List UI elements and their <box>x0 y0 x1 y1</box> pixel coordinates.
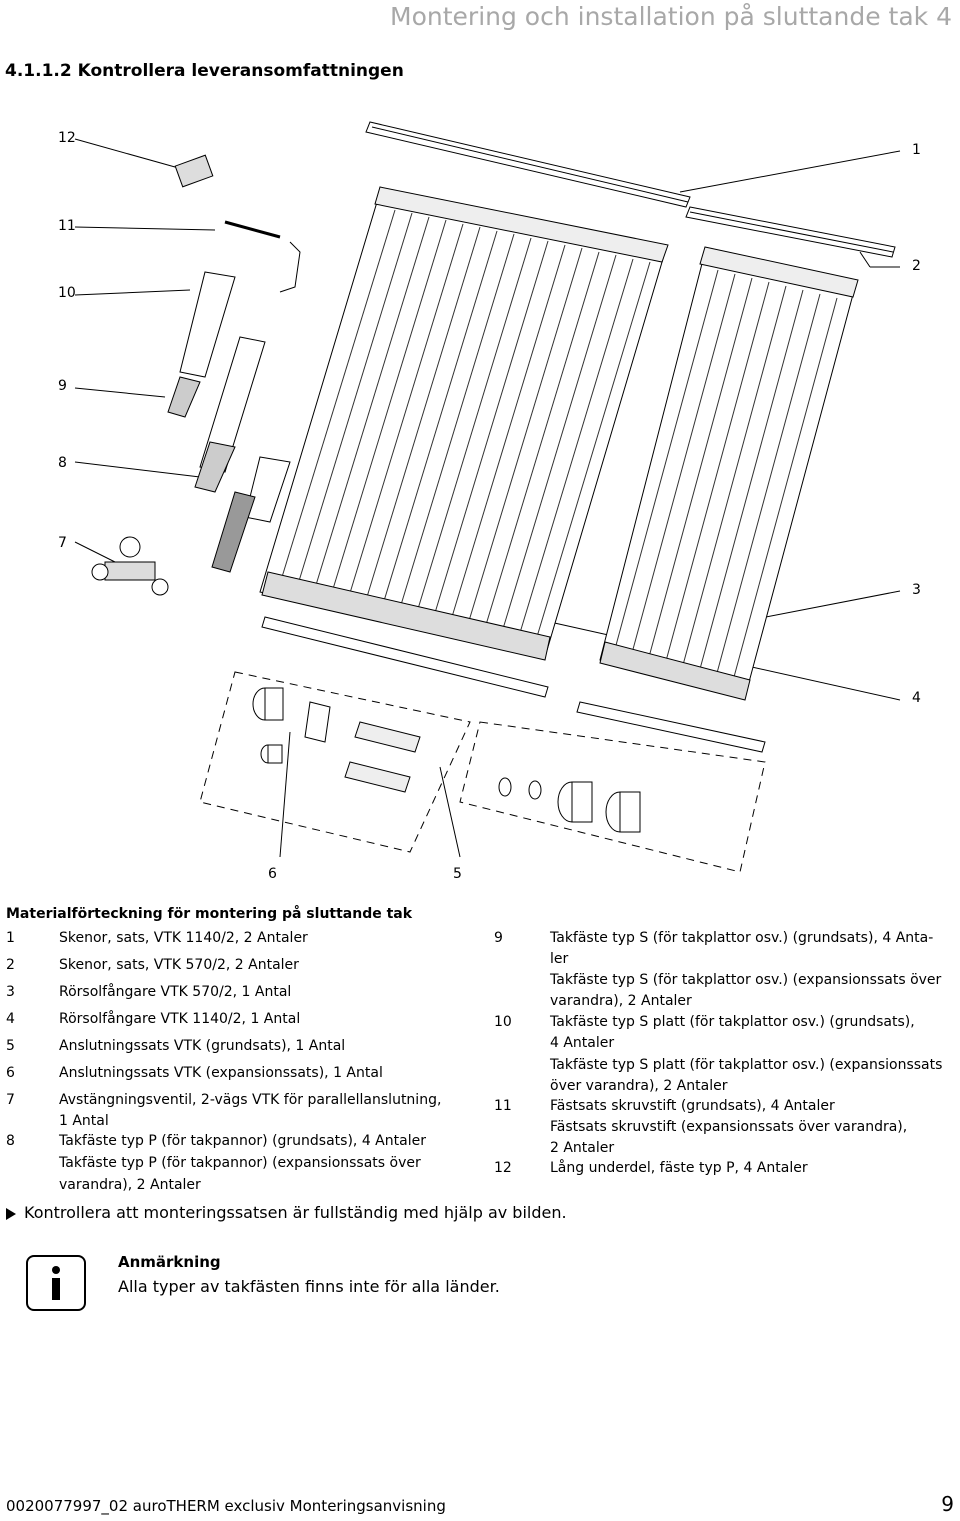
callout-8: 8 <box>58 455 67 471</box>
collector-large <box>259 186 669 661</box>
collector-small <box>599 246 859 701</box>
callout-10: 10 <box>58 285 76 301</box>
callout-12: 12 <box>58 130 76 146</box>
note-text: Alla typer av takfästen finns inte för a… <box>118 1277 500 1296</box>
arrow-right-icon <box>6 1207 16 1220</box>
list-heading: Materialförteckning för montering på slu… <box>6 906 413 922</box>
callout-11: 11 <box>58 218 76 234</box>
page-number: 9 <box>941 1492 954 1516</box>
callout-9: 9 <box>58 378 67 394</box>
instruction: Kontrollera att monteringssatsen är full… <box>6 1203 567 1222</box>
section-heading: 4.1.1.2 Kontrollera leveransomfattningen <box>5 61 404 81</box>
rail-short-top <box>685 206 896 258</box>
header-title: Montering och installation på sluttande … <box>390 2 952 31</box>
info-icon <box>26 1255 86 1311</box>
callout-2: 2 <box>912 258 921 274</box>
callout-6: 6 <box>268 866 277 882</box>
callout-3: 3 <box>912 582 921 598</box>
callout-7: 7 <box>58 535 67 551</box>
note-title: Anmärkning <box>118 1253 221 1271</box>
callout-1: 1 <box>912 142 921 158</box>
rail-long-top <box>365 121 691 208</box>
delivery-scope-figure <box>74 121 901 873</box>
callout-5: 5 <box>453 866 462 882</box>
footer-document-id: 0020077997_02 auroTHERM exclusiv Monteri… <box>6 1497 446 1515</box>
callout-4: 4 <box>912 690 921 706</box>
